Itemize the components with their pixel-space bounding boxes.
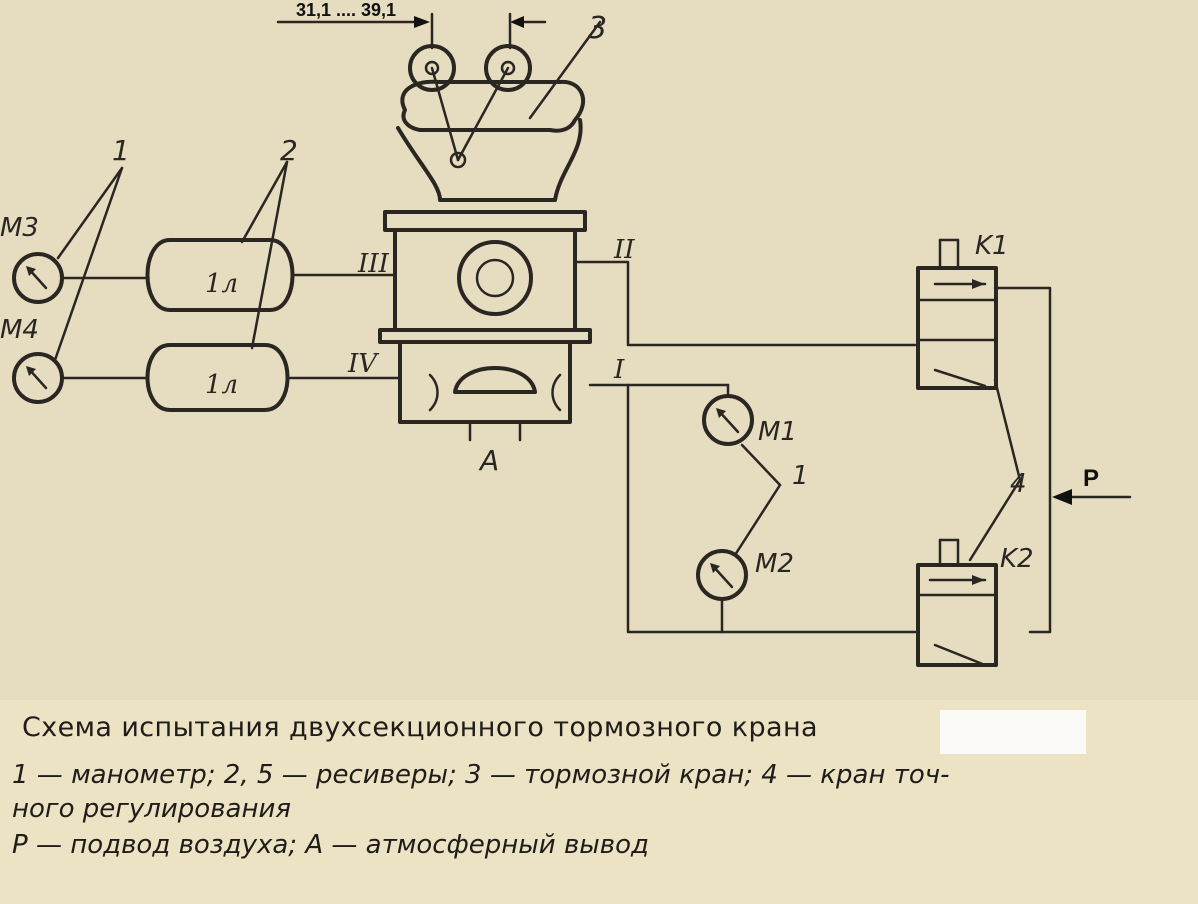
atmospheric-outlet-label: A xyxy=(478,444,499,477)
receiver-upper: 1л xyxy=(145,238,295,312)
roller-right-icon xyxy=(484,44,532,92)
dimension-marker: 31,1 .... 39,1 xyxy=(276,0,547,50)
port-iv-label: IV xyxy=(347,349,379,379)
valve-k2-label: K2 xyxy=(1000,544,1034,574)
roller-left-icon xyxy=(408,44,456,92)
gauge-m2-label: M2 xyxy=(755,549,794,579)
caption-line-2: ного регулирования xyxy=(12,794,292,824)
gauge-m2: M2 xyxy=(696,549,794,634)
caption-title: Схема испытания двухсекционного тормозно… xyxy=(22,712,818,743)
valve-k1: K1 xyxy=(916,231,1009,390)
caption-line-1: 1 — манометр; 2, 5 — ресиверы; 3 — тормо… xyxy=(12,760,950,790)
label-4: 4 xyxy=(1010,469,1027,499)
gauge-m3-label: M3 xyxy=(0,213,39,243)
label-3: 3 xyxy=(588,11,607,46)
brake-valve-pedal xyxy=(396,20,602,202)
gauge-m4-label: M4 xyxy=(0,315,39,345)
label-2: 2 xyxy=(280,134,298,167)
air-supply-arrow: P xyxy=(1052,465,1132,505)
valve-k2: K2 xyxy=(916,538,1034,667)
brake-valve-body xyxy=(378,210,592,442)
caption-blank-patch xyxy=(940,710,1086,754)
air-lines xyxy=(288,260,1052,634)
receiver-lower: 1л xyxy=(145,343,290,412)
label-1-upper: 1 xyxy=(112,134,130,167)
receiver-upper-label: 1л xyxy=(205,269,238,299)
caption-line-3: P — подвод воздуха; A — атмосферный выво… xyxy=(12,830,650,860)
supply-label: P xyxy=(1083,465,1099,492)
dimension-label: 31,1 .... 39,1 xyxy=(296,0,396,20)
gauge-m1: M1 xyxy=(702,383,797,447)
port-i-label: I xyxy=(613,355,625,385)
port-iii-label: III xyxy=(357,249,390,279)
valve-k1-label: K1 xyxy=(975,231,1009,261)
label-1-lower: 1 xyxy=(792,461,809,491)
gauge-m3: M3 xyxy=(0,213,147,304)
leader-lines xyxy=(53,160,782,557)
gauge-m1-label: M1 xyxy=(758,417,797,447)
port-ii-label: II xyxy=(613,235,635,265)
receiver-lower-label: 1л xyxy=(205,370,238,400)
gauge-m4: M4 xyxy=(0,315,147,404)
